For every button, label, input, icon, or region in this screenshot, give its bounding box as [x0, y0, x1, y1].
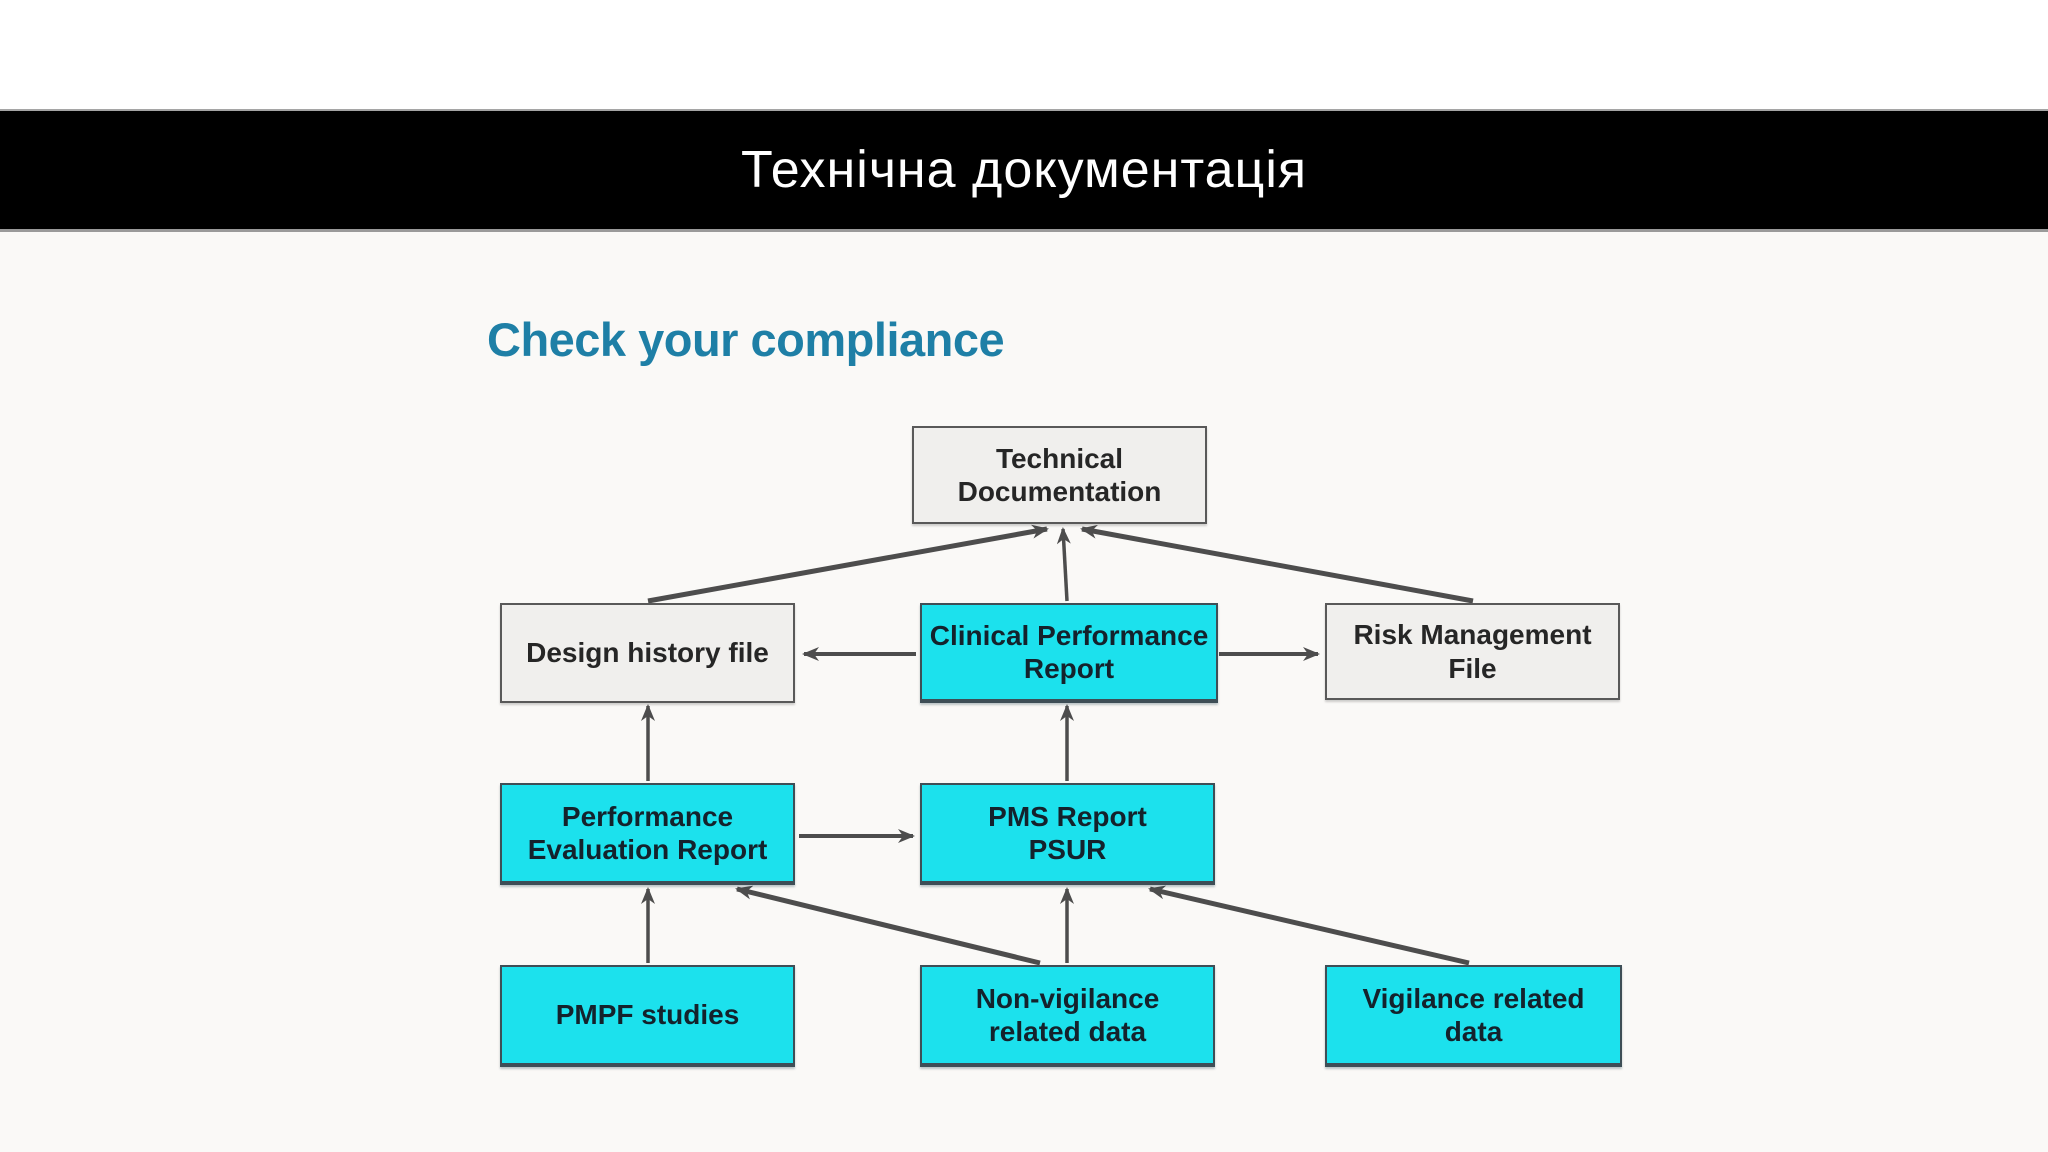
- node-pms-report-psur: PMS Report PSUR: [920, 783, 1215, 885]
- node-design-history-file: Design history file: [500, 603, 795, 703]
- node-non-vigilance-related-data: Non-vigilance related data: [920, 965, 1215, 1067]
- node-clinical-performance-report: Clinical Performance Report: [920, 603, 1218, 703]
- diagram-heading: Check your compliance: [487, 313, 1005, 366]
- node-risk-management-file: Risk Management File: [1325, 603, 1620, 700]
- slide-title: Технічна документація: [740, 141, 1308, 199]
- node-performance-evaluation-report: Performance Evaluation Report: [500, 783, 795, 885]
- node-pmpf-studies: PMPF studies: [500, 965, 795, 1067]
- node-vigilance-related-data: Vigilance related data: [1325, 965, 1622, 1067]
- node-technical-documentation: Technical Documentation: [912, 426, 1207, 524]
- slide-title-banner: Технічна документація: [0, 109, 2048, 232]
